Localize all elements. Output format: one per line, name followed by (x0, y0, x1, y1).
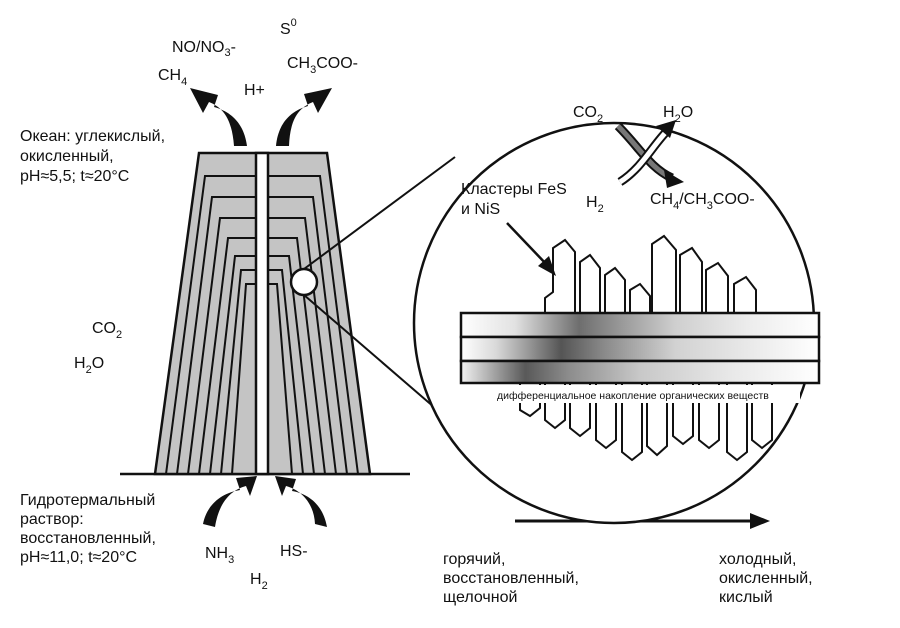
vent-chimney (120, 151, 410, 476)
gradient-arrow-head (750, 513, 770, 529)
chimney-left-layers (165, 175, 256, 475)
band-caption: дифференциальное накопление органических… (497, 390, 769, 402)
label-ch3coo-top: CH3COO- (287, 55, 358, 76)
inset-clusters-line-2: и NiS (461, 201, 500, 218)
hydro-line-1: Гидротермальный (20, 492, 155, 509)
inset-label-h2: H2 (586, 194, 604, 215)
inset-label-products: CH4/CH3COO- (650, 191, 755, 212)
inset-bands (459, 311, 821, 385)
gradient-left-line-3: щелочной (443, 589, 517, 606)
label-s0: S0 (280, 17, 297, 38)
band-top (459, 311, 821, 339)
label-nh3: NH3 (205, 545, 234, 566)
reaction-arrow-b-head (656, 120, 676, 138)
ocean-line-3: pH≈5,5; t≈20°C (20, 168, 129, 185)
band-bottom (459, 359, 821, 385)
hydro-line-2: раствор: (20, 511, 84, 528)
label-h2o-left: H2O (74, 355, 104, 376)
label-hs: HS- (280, 543, 308, 560)
gradient-right-line-1: холодный, (719, 551, 796, 568)
gradient-right-line-2: окисленный, (719, 570, 813, 587)
gradient-left-line-2: восстановленный, (443, 570, 579, 587)
sample-point-circle (289, 267, 319, 297)
label-co2-left: CO2 (92, 320, 122, 341)
label-h2-bottom: H2 (250, 571, 268, 592)
inset-label-h2o: H2O (663, 104, 693, 125)
outflow-arrow-right (276, 88, 332, 146)
inset-magnified-view: дифференциальное накопление органических… (412, 120, 821, 525)
inset-label-co2: CO2 (573, 104, 603, 125)
band-middle (459, 335, 821, 363)
ocean-line-1: Океан: углекислый, (20, 128, 165, 145)
reaction-cross-arrows (614, 120, 684, 188)
label-hplus: H+ (244, 82, 265, 99)
chimney-right-layers (268, 175, 359, 475)
band-caption-bg (494, 385, 800, 403)
label-no-no3: NO/NO3- (172, 39, 236, 59)
reaction-arrow-a-head (664, 170, 684, 188)
labels: S0 NO/NO3- CH4 H+ CH3COO- Океан: углекис… (20, 17, 813, 606)
outflow-arrow-left (190, 88, 247, 146)
inset-upper-pores (544, 234, 757, 313)
hydro-line-4: pH≈11,0; t≈20°C (20, 549, 137, 566)
label-ch4-top: CH4 (158, 67, 187, 88)
hydro-line-3: восстановленный, (20, 530, 156, 547)
clusters-pointer-line (506, 222, 549, 267)
inflow-arrow-left (203, 476, 257, 527)
ocean-line-2: окисленный, (20, 148, 114, 165)
gradient-right-line-3: кислый (719, 589, 773, 606)
inflow-arrow-right (275, 476, 327, 527)
gradient-left-line-1: горячий, (443, 551, 505, 568)
central-conduit (254, 151, 270, 476)
inset-clusters-line-1: Кластеры FeS (461, 181, 567, 198)
clusters-pointer-head (538, 256, 556, 276)
